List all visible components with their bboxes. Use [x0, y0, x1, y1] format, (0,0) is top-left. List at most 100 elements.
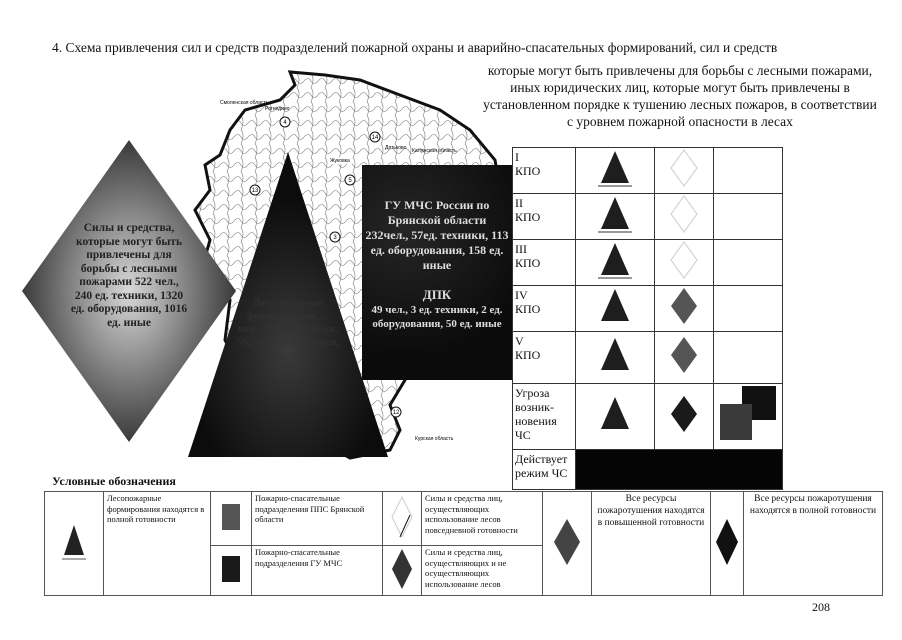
map-label: Курская область: [415, 436, 454, 442]
triangle-cell: [575, 193, 655, 240]
district-number: 12: [393, 410, 400, 416]
black-diamond-icon: [710, 491, 744, 596]
diamond-label: Силы и средства, которые могут быть прив…: [70, 222, 188, 329]
triangle-icon: [598, 197, 632, 233]
triangle-cell: [575, 383, 655, 450]
diamond-icon: [671, 288, 697, 324]
kpo-abbr: КПО: [515, 302, 541, 316]
district-number: 4: [283, 120, 287, 126]
square-gray-icon: [210, 491, 252, 546]
kpo-abbr: КПО: [515, 210, 541, 224]
kpo-row-emergency: Действует режим ЧС: [512, 449, 783, 490]
district-number: 14: [372, 135, 379, 141]
dark-diamond-icon: [382, 545, 422, 596]
triangle-cell: [575, 239, 655, 286]
square-cell: [713, 193, 783, 240]
kpo-level: Угроза возник-новения: [515, 386, 557, 428]
diamond-cell: [654, 239, 714, 286]
kpo-abbr: КПО: [515, 164, 541, 178]
emergency-label: Действует режим ЧС: [512, 449, 576, 490]
triangle-icon: [601, 289, 629, 321]
kpo-abbr: КПО: [515, 256, 541, 270]
resources-diamond: [22, 140, 236, 442]
diamond-icon: [671, 396, 697, 432]
diamond-icon: [670, 149, 698, 187]
heading-line-1: 4. Схема привлечения сил и средств подра…: [52, 40, 778, 55]
triangle-icon: [598, 243, 632, 279]
diamond-cell: [654, 285, 714, 332]
district-number: 5: [348, 178, 352, 184]
square-cell: [713, 239, 783, 286]
dpk-stats: 49 чел., 3 ед. техники, 2 ед. оборудован…: [371, 304, 503, 330]
kpo-level: III: [515, 242, 527, 256]
legend-pps-units: Пожарно-спасательные подразделения ППС Б…: [251, 491, 383, 546]
gu-mchs-title: ГУ МЧС России по Брянской области: [384, 198, 490, 227]
triangle-cell: [575, 331, 655, 384]
page-number: 208: [812, 600, 830, 614]
square-cell: [713, 147, 783, 194]
diamond-cell: [654, 331, 714, 384]
legend-mchs-units: Пожарно-спасательные подразделения ГУ МЧ…: [251, 545, 383, 596]
heading-line-2: которые могут быть привлечены для борьбы…: [483, 63, 877, 129]
diamond-cell: [654, 147, 714, 194]
diamond-cell: [654, 383, 714, 450]
district-number: 3: [333, 235, 337, 241]
kpo-level: I: [515, 150, 519, 164]
kpo-level: IV: [515, 288, 528, 302]
square-cell: [713, 285, 783, 332]
diamond-cell: [654, 193, 714, 240]
legend-raised-readiness: Все ресурсы пожаротушения находятся в по…: [591, 491, 711, 596]
gu-mchs-stats: 232чел., 57ед. техники, 113 ед. оборудов…: [365, 228, 509, 272]
light-diamond-icon: [382, 491, 422, 546]
triangle-icon: [601, 338, 629, 370]
square-cell: [713, 331, 783, 384]
square-black-icon: [210, 545, 252, 596]
triangle-label: Лесопожарные формирования … чел., 171 ед…: [236, 297, 340, 361]
diamond-icon: [670, 195, 698, 233]
map-label: Жуковка: [330, 158, 350, 164]
triangle-cell: [575, 147, 655, 194]
kpo-level: II: [515, 196, 523, 210]
kpo-abbr: ЧС: [515, 428, 531, 442]
map-label: Калужская область: [412, 148, 457, 154]
emergency-bar: [575, 449, 783, 490]
legend-forest-units: Лесопожарные формирования находятся в по…: [103, 491, 211, 596]
legend-forest-users-all: Силы и средства лиц, осуществляющих и не…: [421, 545, 543, 596]
legend-forest-users-daily: Силы и средства лиц, осуществляющих испо…: [421, 491, 543, 546]
mchs-forces-box: ГУ МЧС России по Брянской области 232чел…: [362, 165, 512, 380]
gray-diamond-icon: [542, 491, 592, 596]
forest-units-triangle: [188, 152, 388, 457]
diamond-icon: [670, 241, 698, 279]
legend-title: Условные обозначения: [52, 474, 176, 488]
triangle-icon: [44, 491, 104, 596]
legend-table: Лесопожарные формирования находятся в по…: [44, 491, 883, 596]
triangle-icon: [601, 397, 629, 429]
triangle-cell: [575, 285, 655, 332]
dpk-title: ДПК: [422, 287, 452, 302]
map-label: Смоленская область: [220, 100, 269, 106]
square-cell: [713, 383, 783, 450]
district-number: 13: [252, 188, 259, 194]
kpo-abbr: КПО: [515, 348, 541, 362]
diamond-icon: [671, 337, 697, 373]
map-label: Рогнедино: [265, 106, 290, 112]
map-label: Дятьково: [385, 145, 407, 151]
kpo-level: V: [515, 334, 524, 348]
legend-full-readiness: Все ресурсы пожаротушения находятся в по…: [743, 491, 883, 596]
triangle-icon: [598, 151, 632, 187]
squares-icon: [720, 386, 776, 440]
